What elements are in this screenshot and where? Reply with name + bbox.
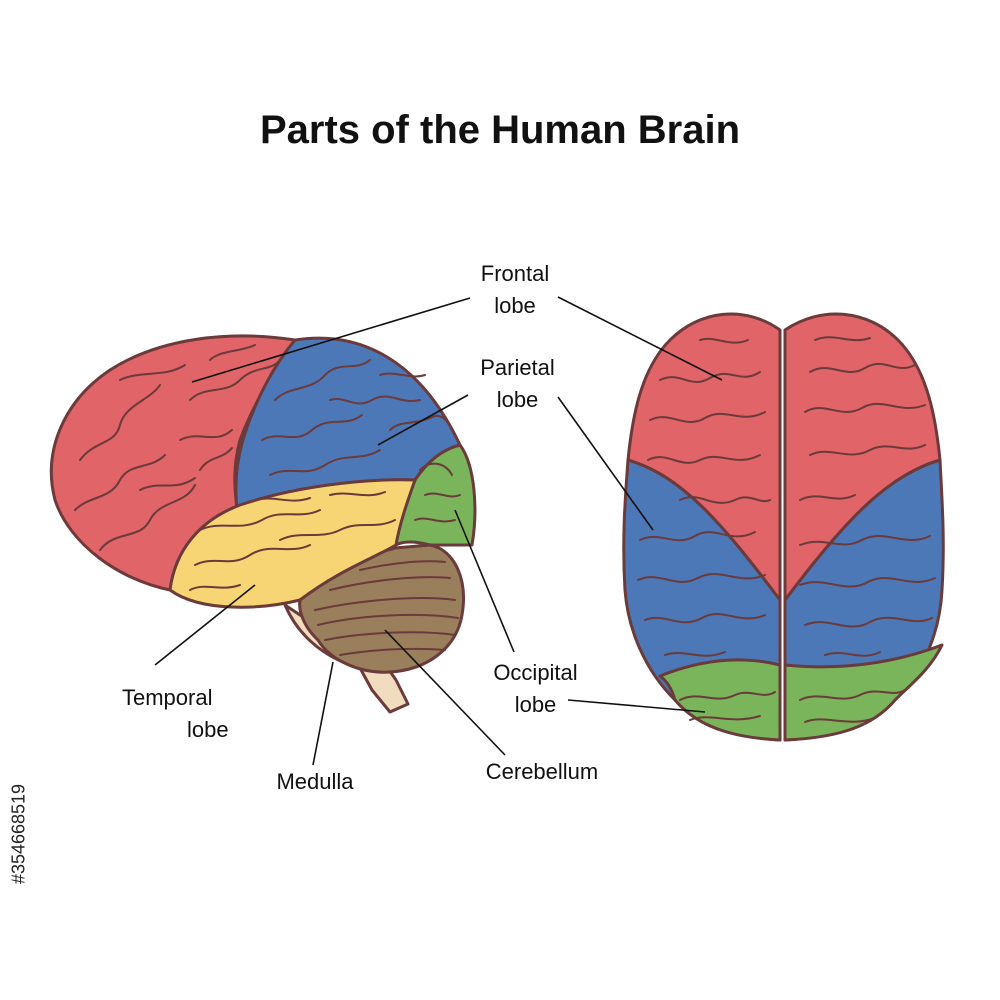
side-gyri — [74, 344, 461, 591]
stock-id-text: #354668519 — [8, 783, 29, 885]
leader-lines — [154, 296, 723, 766]
side-cerebellum-folds — [314, 560, 459, 656]
label-frontal-lobe: Frontal lobe — [455, 258, 575, 322]
leader-parietal-side — [377, 394, 469, 446]
label-frontal-line2: lobe — [494, 293, 536, 318]
label-parietal-line1: Parietal — [480, 355, 555, 380]
label-occipital-line2: lobe — [514, 692, 557, 717]
label-temporal-line2: lobe — [187, 717, 229, 742]
diagram-title: Parts of the Human Brain — [259, 108, 741, 152]
side-view-brain — [50, 334, 477, 714]
label-parietal-line2: lobe — [496, 387, 539, 412]
leader-parietal-top — [557, 396, 654, 531]
label-occipital-lobe: Occipital lobe — [468, 657, 603, 721]
leader-occipital-top — [567, 699, 706, 713]
top-view-brain — [622, 312, 945, 742]
top-right-red — [783, 312, 942, 602]
label-cerebellum: Cerebellum — [485, 759, 599, 784]
leader-frontal-side — [191, 297, 471, 383]
top-left-red — [626, 312, 782, 602]
label-frontal-line1: Frontal — [480, 261, 550, 286]
top-left-green — [658, 658, 782, 742]
label-temporal-lobe: Temporal lobe — [112, 682, 272, 746]
label-parietal-lobe: Parietal lobe — [455, 352, 580, 416]
leader-temporal — [154, 584, 256, 666]
top-gyri — [637, 336, 936, 723]
leader-frontal-top — [557, 296, 723, 381]
leader-occipital-side — [454, 509, 515, 653]
label-temporal-line1: Temporal — [122, 685, 213, 710]
stock-id-watermark: #354668519 — [4, 764, 34, 904]
leader-cerebellum — [384, 629, 506, 756]
side-temporal-lobe — [168, 478, 417, 609]
leader-medulla — [312, 661, 334, 766]
label-occipital-line1: Occipital — [493, 660, 578, 685]
label-medulla: Medulla — [276, 769, 354, 794]
